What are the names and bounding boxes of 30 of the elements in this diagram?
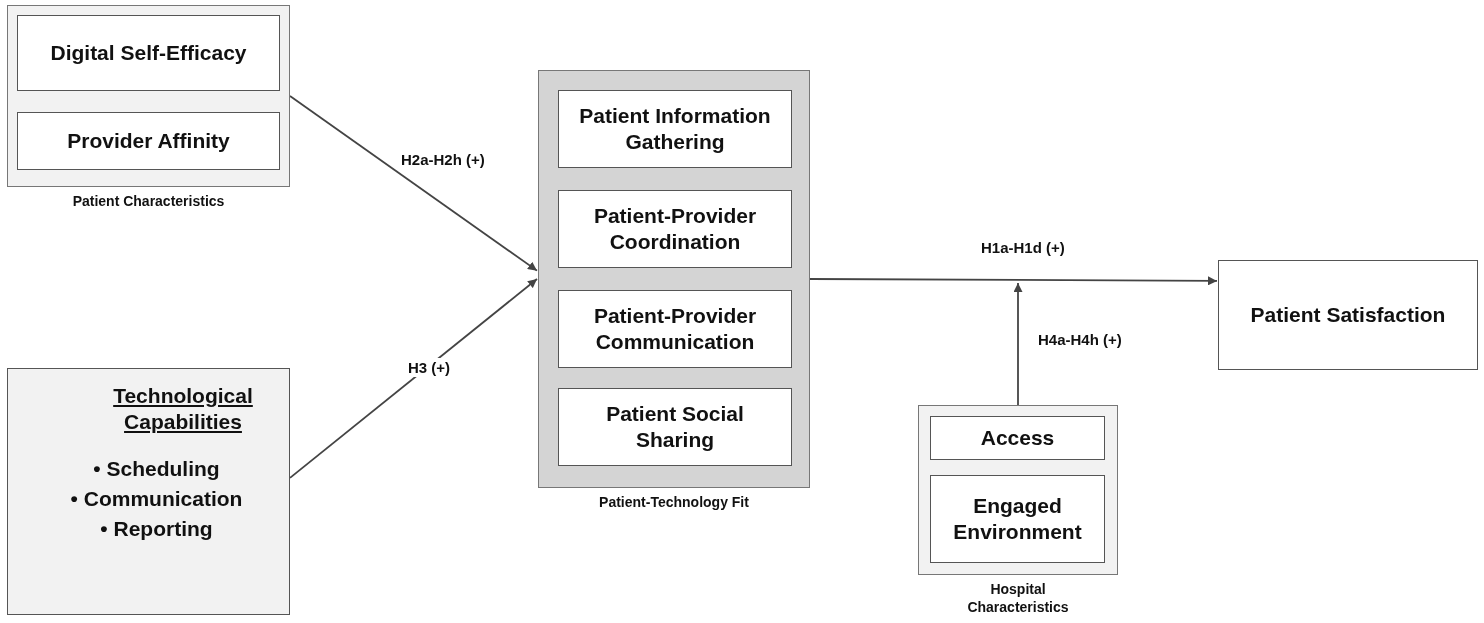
category-box bbox=[7, 368, 290, 615]
box-label: Digital Self-Efficacy bbox=[50, 39, 247, 66]
concept-box bbox=[558, 90, 792, 168]
concept-box bbox=[17, 15, 280, 91]
concept-box bbox=[558, 388, 792, 466]
group-caption: Hospital Characteristics bbox=[966, 580, 1070, 617]
group-caption: Patient-Technology Fit bbox=[598, 493, 750, 512]
box-heading: Technological Capabilities bbox=[112, 383, 254, 436]
box-label: Patient Social Sharing bbox=[605, 400, 745, 453]
list-item: • Communication bbox=[69, 485, 244, 512]
group-caption: Patient Characteristics bbox=[71, 192, 226, 211]
box-label: Access bbox=[980, 424, 1055, 451]
arrow bbox=[809, 276, 1218, 286]
box-label: Engaged Environment bbox=[952, 492, 1083, 545]
box-label: Patient-Provider Coordination bbox=[592, 202, 758, 255]
box-label: Patient Information Gathering bbox=[578, 102, 772, 155]
concept-box bbox=[930, 416, 1105, 460]
concept-box bbox=[17, 112, 280, 170]
concept-box bbox=[930, 475, 1105, 563]
concept-box bbox=[558, 190, 792, 268]
box-label: Patient-Provider Communication bbox=[592, 302, 758, 355]
arrow bbox=[1013, 282, 1023, 406]
arrow bbox=[289, 278, 538, 479]
concept-box bbox=[1218, 260, 1478, 370]
list-item: • Reporting bbox=[99, 515, 214, 542]
box-label: Provider Affinity bbox=[67, 127, 230, 154]
list-item: • Scheduling bbox=[92, 455, 221, 482]
arrow bbox=[289, 95, 538, 272]
box-label: Patient Satisfaction bbox=[1250, 301, 1446, 328]
concept-box bbox=[558, 290, 792, 368]
